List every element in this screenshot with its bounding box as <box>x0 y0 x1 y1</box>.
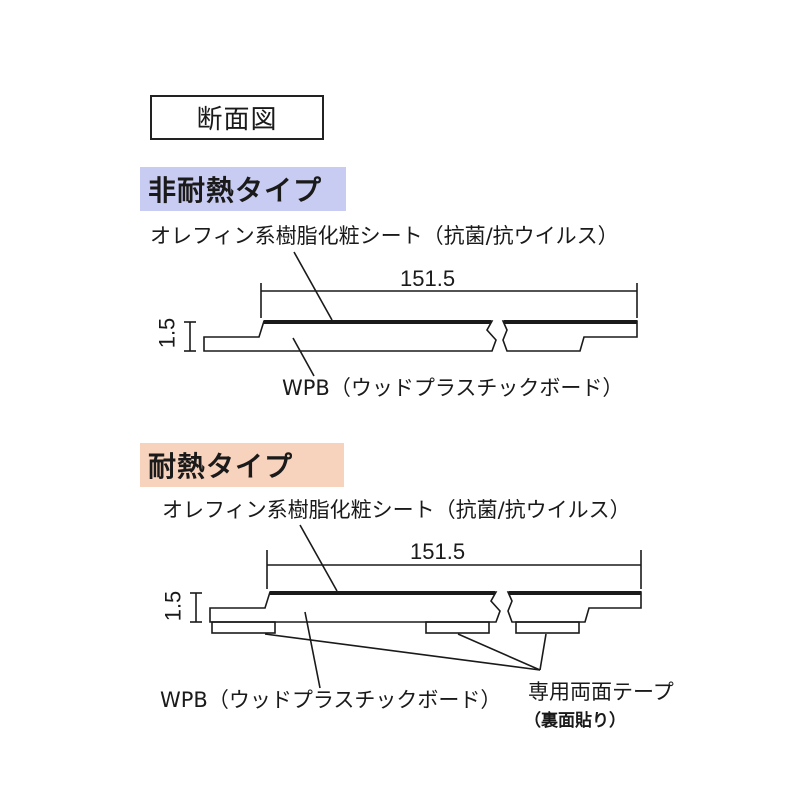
wpb-board-label: WPB（ウッドプラスチックボード） <box>282 376 624 400</box>
non-heat-resistant-type-label: 非耐熱タイプ <box>148 174 323 207</box>
section-view-title: 断面図 <box>150 95 324 140</box>
wpb-leader-line <box>292 337 315 377</box>
non-heat-resistant-profile <box>184 251 638 377</box>
heat-resistant-type-banner: 耐熱タイプ <box>140 443 344 487</box>
heat-resistant-profile <box>190 524 642 689</box>
wpb-leader-line <box>304 611 321 689</box>
wpb-board-right-piece <box>501 320 638 352</box>
non-heat-resistant-type-banner: 非耐熱タイプ <box>140 167 346 211</box>
width-dimension-label: 151.5 <box>400 266 456 291</box>
wpb-board-right-piece <box>506 591 642 623</box>
tape-leader-line <box>264 633 541 671</box>
double-sided-tape-strip <box>425 621 490 634</box>
heat-resistant-type-label: 耐熱タイプ <box>148 450 294 483</box>
wpb-board-left-piece <box>203 320 497 352</box>
tape-leader-line <box>457 633 541 671</box>
tape-leader-line <box>539 633 547 671</box>
surface-sheet-label: オレフィン系樹脂化粧シート（抗菌/抗ウイルス） <box>162 498 631 522</box>
surface-leader-line <box>299 524 338 592</box>
double-sided-tape-strip <box>211 621 276 634</box>
wpb-board-label: WPB（ウッドプラスチックボード） <box>160 688 502 712</box>
double-sided-tape-label: 専用両面テープ <box>528 680 674 704</box>
back-side-application-note: （裏面貼り） <box>524 711 626 731</box>
surface-leader-line <box>293 251 333 321</box>
width-dimension-label: 151.5 <box>410 539 466 564</box>
double-sided-tape-strip <box>515 621 580 634</box>
wpb-board-left-piece <box>209 591 501 623</box>
surface-sheet-label: オレフィン系樹脂化粧シート（抗菌/抗ウイルス） <box>150 224 619 248</box>
